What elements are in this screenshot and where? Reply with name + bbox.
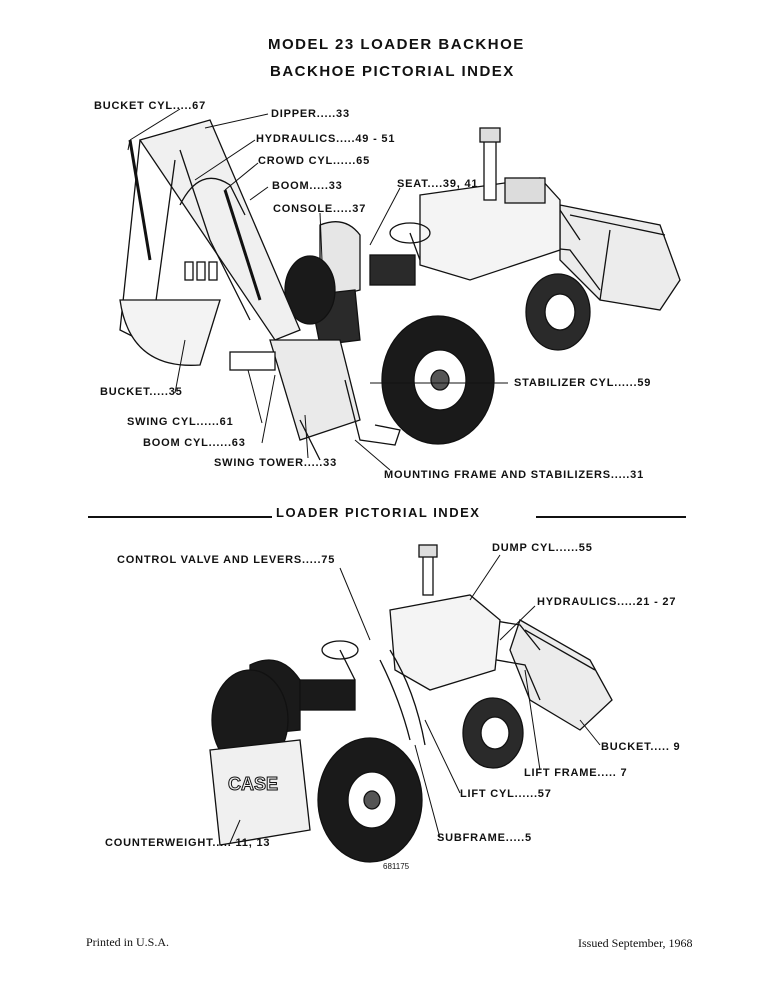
label-control-valve: CONTROL VALVE AND LEVERS.....75: [117, 554, 336, 566]
label-subframe: SUBFRAME.....5: [437, 832, 532, 844]
label-bucket: BUCKET.....35: [100, 386, 183, 398]
label-lift-frame: LIFT FRAME..... 7: [524, 767, 628, 779]
label-seat: SEAT....39, 41: [397, 178, 479, 190]
label-hydraulics: HYDRAULICS.....49 - 51: [256, 133, 396, 145]
footer-printed: Printed in U.S.A.: [86, 935, 170, 949]
section-rule-left: [88, 516, 272, 518]
backhoe-leader-lines: [127, 108, 508, 471]
label-boom: BOOM.....33: [272, 180, 343, 192]
svg-text:CASE: CASE: [228, 774, 278, 794]
loader-leader-lines: [229, 554, 601, 844]
label-loader-bucket: BUCKET..... 9: [601, 741, 681, 753]
label-console: CONSOLE.....37: [273, 203, 367, 215]
label-stabilizer-cyl: STABILIZER CYL......59: [514, 377, 652, 389]
label-loader-hydraulics: HYDRAULICS.....21 - 27: [537, 596, 677, 608]
label-crowd-cyl: CROWD CYL......65: [258, 155, 370, 167]
page-subtitle: BACKHOE PICTORIAL INDEX: [270, 63, 515, 80]
label-bucket-cyl: BUCKET CYL.....67: [94, 100, 207, 112]
label-counterweight: COUNTERWEIGHT..... 11, 13: [105, 837, 271, 849]
section-rule-right: [536, 516, 686, 518]
label-mounting-frame: MOUNTING FRAME AND STABILIZERS.....31: [384, 469, 644, 481]
label-swing-tower: SWING TOWER.....33: [214, 457, 337, 469]
part-number: 681175: [383, 862, 410, 871]
backhoe-illustration: [119, 119, 681, 461]
label-lift-cyl: LIFT CYL......57: [460, 788, 552, 800]
footer-issued: Issued September, 1968: [578, 936, 693, 950]
label-swing-cyl: SWING CYL......61: [127, 416, 234, 428]
page-title: MODEL 23 LOADER BACKHOE: [268, 36, 525, 53]
label-dipper: DIPPER.....33: [271, 108, 350, 120]
label-dump-cyl: DUMP CYL......55: [492, 542, 593, 554]
loader-illustration: CASE: [209, 544, 613, 863]
label-boom-cyl: BOOM CYL......63: [143, 437, 246, 449]
loader-section-title: LOADER PICTORIAL INDEX: [276, 505, 481, 520]
